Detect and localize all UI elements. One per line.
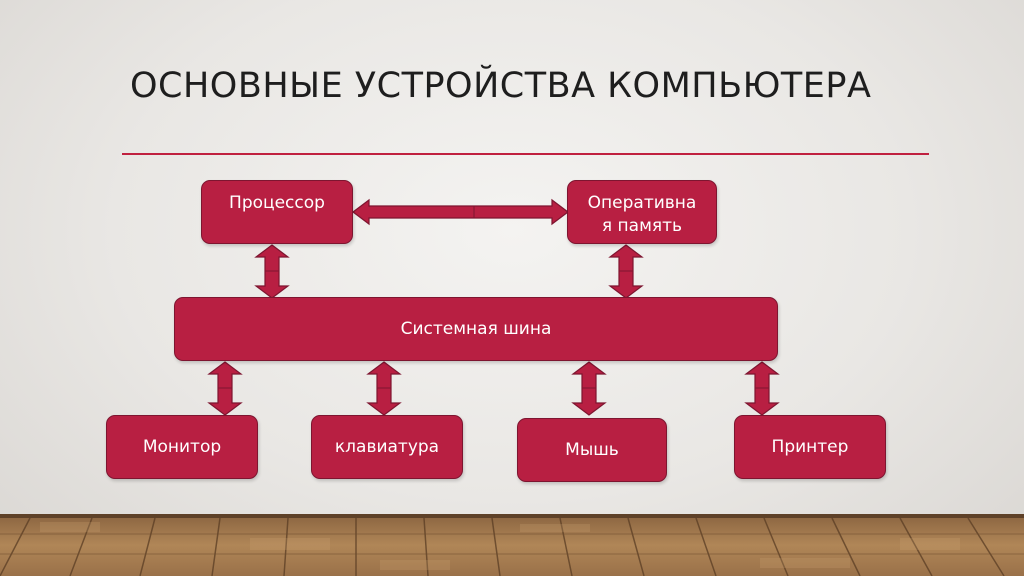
node-printer: Принтер xyxy=(734,415,886,479)
node-mouse: Мышь xyxy=(517,418,667,482)
node-monitor-label: Монитор xyxy=(107,436,257,459)
node-ram: Оперативна я память xyxy=(567,180,717,244)
node-processor: Процессор xyxy=(201,180,353,244)
node-printer-label: Принтер xyxy=(735,436,885,459)
node-system-bus-label: Системная шина xyxy=(175,318,777,341)
node-processor-label: Процессор xyxy=(202,192,352,215)
node-ram-label-line1: Оперативна xyxy=(568,192,716,215)
node-keyboard: клавиатура xyxy=(311,415,463,479)
node-monitor: Монитор xyxy=(106,415,258,479)
node-system-bus: Системная шина xyxy=(174,297,778,361)
arrow-processor-ram xyxy=(353,200,568,224)
floor-planks xyxy=(0,514,1024,576)
wooden-floor xyxy=(0,514,1024,576)
node-ram-label-line2: я память xyxy=(568,215,716,238)
node-mouse-label: Мышь xyxy=(518,439,666,462)
node-keyboard-label: клавиатура xyxy=(312,436,462,459)
